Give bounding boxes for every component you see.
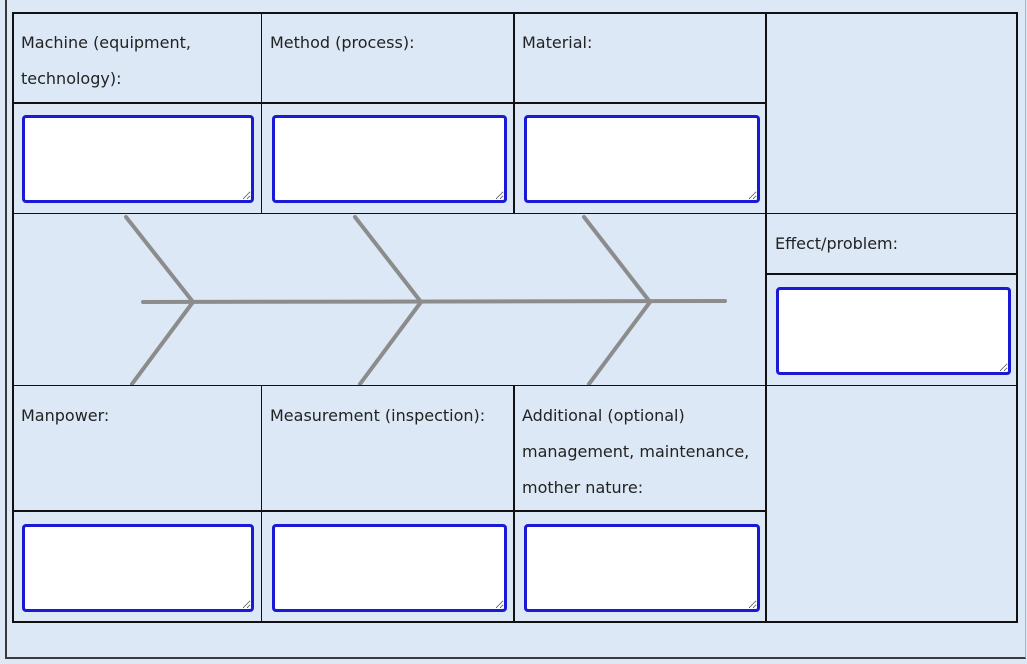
additional-label: Additional (optional) management, mainte… bbox=[522, 406, 750, 497]
additional-input[interactable] bbox=[524, 524, 760, 612]
machine-input[interactable] bbox=[22, 115, 254, 203]
grid-line-top bbox=[12, 12, 1018, 14]
effect-label: Effect/problem: bbox=[775, 234, 899, 253]
manpower-label: Manpower: bbox=[21, 406, 110, 425]
effect-input[interactable] bbox=[776, 287, 1011, 375]
grid-line-row4 bbox=[12, 510, 766, 512]
grid-line-col1-bottom bbox=[261, 385, 262, 623]
grid-line-col3 bbox=[765, 12, 767, 623]
method-label: Method (process): bbox=[270, 33, 415, 52]
measurement-input[interactable] bbox=[272, 524, 507, 612]
grid-line-effect-label bbox=[766, 273, 1018, 275]
grid-line-row2 bbox=[12, 213, 1018, 214]
measurement-label: Measurement (inspection): bbox=[270, 406, 486, 425]
machine-label: Machine (equipment, technology): bbox=[21, 33, 191, 88]
grid-line-right bbox=[1016, 12, 1018, 623]
method-input[interactable] bbox=[272, 115, 507, 203]
grid-line-col2-bottom bbox=[513, 385, 515, 623]
grid-line-row1 bbox=[12, 102, 766, 104]
grid-line-bottom bbox=[12, 621, 1018, 623]
grid-line-col1 bbox=[261, 12, 262, 214]
grid-line-row3 bbox=[12, 385, 1018, 386]
material-label: Material: bbox=[522, 33, 593, 52]
grid-line-left bbox=[12, 12, 14, 623]
material-input[interactable] bbox=[524, 115, 760, 203]
fishbone-diagram-icon bbox=[124, 215, 727, 385]
manpower-input[interactable] bbox=[22, 524, 254, 612]
grid-line-col2 bbox=[513, 12, 515, 214]
